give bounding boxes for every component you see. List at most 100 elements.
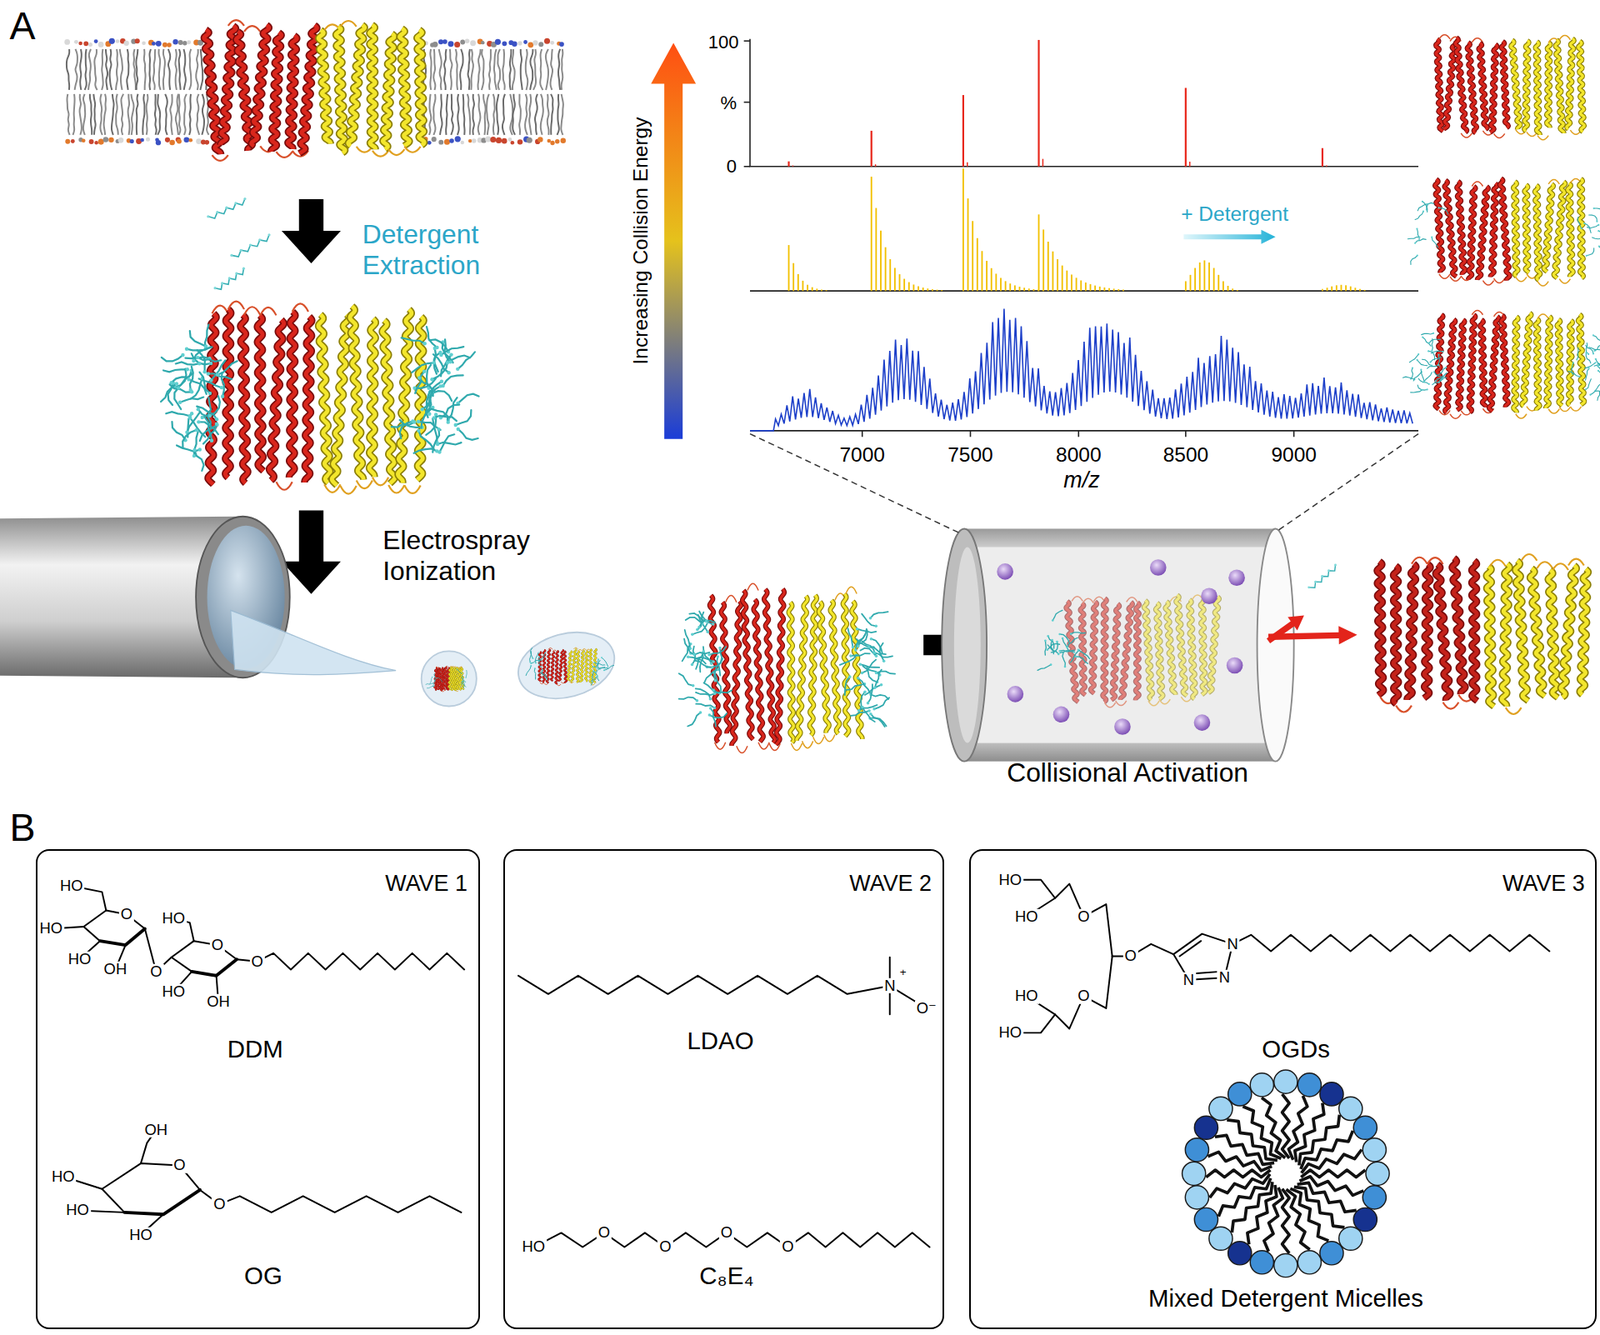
yellow-peak [788,245,790,291]
protein-model-part [340,485,356,495]
red-peak [870,130,873,167]
protein-model-part [1148,700,1160,706]
protein-model-part [382,320,396,484]
lipid-bilayer-part [483,94,486,135]
protein-model-part [1548,570,1559,698]
protein-model-part [292,303,309,312]
protein-model-part [331,314,350,485]
detergent-molecules-part [850,653,870,656]
lipid-bilayer-part [100,94,102,135]
protein-model-part [1200,598,1206,695]
label-holder: % [720,92,738,114]
atom-label: O [1123,948,1139,964]
yellow-peak [940,290,943,291]
protein-model-part [1471,560,1478,701]
label-holder: O [780,1239,795,1255]
protein-model-part [1115,700,1127,706]
micelle-head [1362,1185,1386,1210]
lipid-bilayer-part [81,138,86,143]
detergent-molecules-part [210,360,225,381]
protein-model-part [1071,596,1083,602]
label-holder: 8500 [1163,443,1210,467]
protein-model-part [1521,313,1532,407]
energy-arrow [650,43,696,440]
lipid-bilayer-part [80,49,82,90]
lipid-bilayer-part [115,39,120,44]
lipid-bilayer-part [175,94,179,135]
lipid-bilayer-part [444,139,450,145]
detergent-molecules-part [874,625,878,629]
detergent-molecules-part [163,369,188,372]
node-text-holder: WAVE 1 [385,870,468,897]
protein-model-part [1535,185,1541,280]
atom-label: N [1217,970,1232,985]
collision-cell-end [941,528,987,761]
detergent-molecules-part [1416,254,1419,256]
detergent-molecules-part [1426,388,1429,390]
free-detergent-part [235,271,238,275]
protein-model-part [369,318,376,477]
yellow-peak [1185,280,1187,291]
lipid-bilayer-part [66,94,70,135]
detergent-molecules-part [718,646,722,650]
lipid-bilayer-part [438,140,444,145]
lipid-bilayer-part [133,49,135,90]
lipid-bilayer-part [115,94,119,135]
detergent-molecules-part [690,633,695,637]
detergent-molecules-part [862,660,877,674]
node-text-holder: WAVE 3 [1502,870,1585,897]
detergent-molecules-part [1428,383,1430,385]
chemical-bond [219,1195,461,1213]
protein-model-part [1175,595,1187,696]
protein-model [1435,178,1584,286]
protein-model-part [1080,603,1085,695]
yellow-peak [1190,275,1192,291]
atom-label: O [171,1157,187,1173]
protein-model-part [1552,563,1569,570]
detergent-molecules-part [869,616,873,620]
protein-model-part [1376,561,1384,696]
protein-model-part [1505,707,1522,715]
compound-name: Mixed Detergent Micelles [1148,1284,1424,1313]
protein-model-part [1548,409,1560,414]
detergent-molecules-part [455,410,472,425]
lipid-bilayer-part [183,49,186,90]
protein-model-part [580,650,585,682]
detergent-molecules-part [1045,640,1046,655]
protein-model-part [851,600,863,739]
panel-letter: B [9,806,35,851]
micelle-head [1274,1070,1298,1094]
protein-model-part [1477,186,1490,280]
protein-model-part [576,650,580,683]
protein-model-part [244,306,260,315]
protein-model [538,647,596,686]
detergent-molecules-part [684,639,695,655]
detergent-molecules-part [535,661,537,664]
lipid-bilayer-part [550,40,555,45]
detergent-molecules-part [401,337,425,344]
red-peak [1042,159,1044,167]
protein-model-part [1135,602,1140,700]
axis-tick [744,40,750,42]
lipid-bilayer-part [445,94,448,135]
detergent-molecules-part [713,690,732,693]
detergent-molecules-part [1060,634,1070,644]
lipid-bilayer-part [153,49,155,90]
panel-box: WAVE 2LDAOC₈E₄ [503,849,945,1330]
detergent-molecules-part [417,375,421,380]
yellow-peak [802,280,805,291]
free-detergent-part [1327,569,1330,572]
protein-model-part [220,25,236,145]
yellow-peak [875,208,877,292]
red-peak [966,162,968,167]
yellow-peak [1019,286,1021,291]
label-holder: N [1225,935,1240,951]
lipid-bilayer-part [517,40,522,45]
detergent-molecules-part [443,375,464,386]
protein-model-part [251,25,270,146]
atom-label: HO [37,920,65,936]
yellow-peak [1047,241,1050,291]
free-detergent-part [206,215,210,218]
lipid-bilayer-part [468,49,470,90]
